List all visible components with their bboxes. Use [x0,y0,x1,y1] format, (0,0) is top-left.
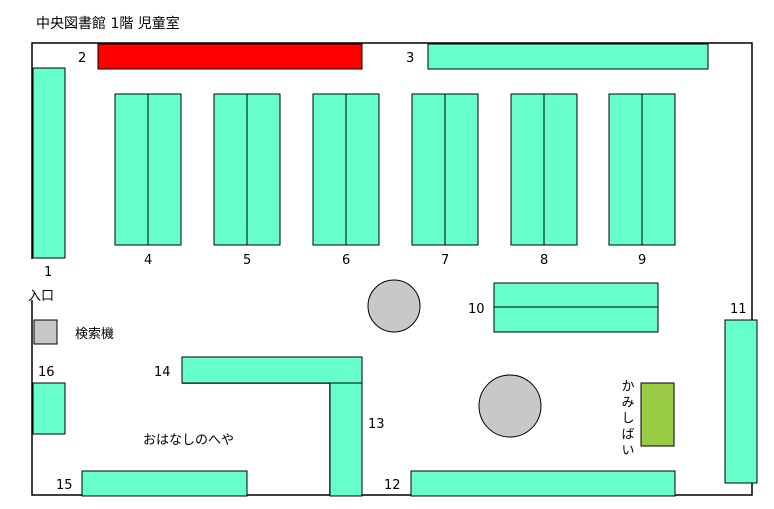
shelf-5-label: 5 [243,253,251,268]
kamishibai-stand[interactable] [640,382,675,447]
shelf-8-label: 8 [540,253,548,268]
shelf-12[interactable] [410,470,676,497]
shelf-3[interactable] [427,43,709,70]
shelf-6[interactable] [312,93,380,246]
outer-wall [31,42,753,496]
shelf-5[interactable] [213,93,281,246]
page-title: 中央図書館 1階 児童室 [36,15,180,32]
search-machine[interactable] [33,319,58,345]
shelf-12-label: 12 [384,478,401,493]
shelf-11-label: 11 [730,302,747,317]
shelf-13-label: 13 [368,417,385,432]
shelf-6-label: 6 [342,253,350,268]
shelf-15[interactable] [81,470,248,497]
shelf-9-label: 9 [638,253,646,268]
story-room-label: おはなしのへや [143,433,234,448]
shelf-11[interactable] [724,319,758,484]
shelf-8[interactable] [510,93,578,246]
search-machine-label: 検索機 [75,327,114,342]
round-table [478,374,542,438]
entrance-label: 入口 [28,289,54,304]
shelf-14-label: 14 [154,365,171,380]
shelf-7-label: 7 [441,253,449,268]
round-table [367,279,421,333]
shelf-16[interactable] [32,382,66,435]
shelf-15-label: 15 [56,478,73,493]
shelf-4[interactable] [114,93,182,246]
shelf-14[interactable] [181,356,363,384]
shelf-2[interactable] [97,43,363,70]
shelf-4-label: 4 [144,253,152,268]
shelf-2-label: 2 [78,51,86,66]
kamishibai-label: かみしばい [619,379,634,459]
shelf-10-label: 10 [468,302,485,317]
shelf-10[interactable] [493,282,659,333]
shelf-1-label: 1 [44,265,52,280]
shelf-1[interactable] [32,67,66,259]
shelf-16-label: 16 [38,365,55,380]
shelf-7[interactable] [411,93,479,246]
shelf-13[interactable] [329,382,363,497]
shelf-9[interactable] [608,93,676,246]
shelf-3-label: 3 [406,51,414,66]
